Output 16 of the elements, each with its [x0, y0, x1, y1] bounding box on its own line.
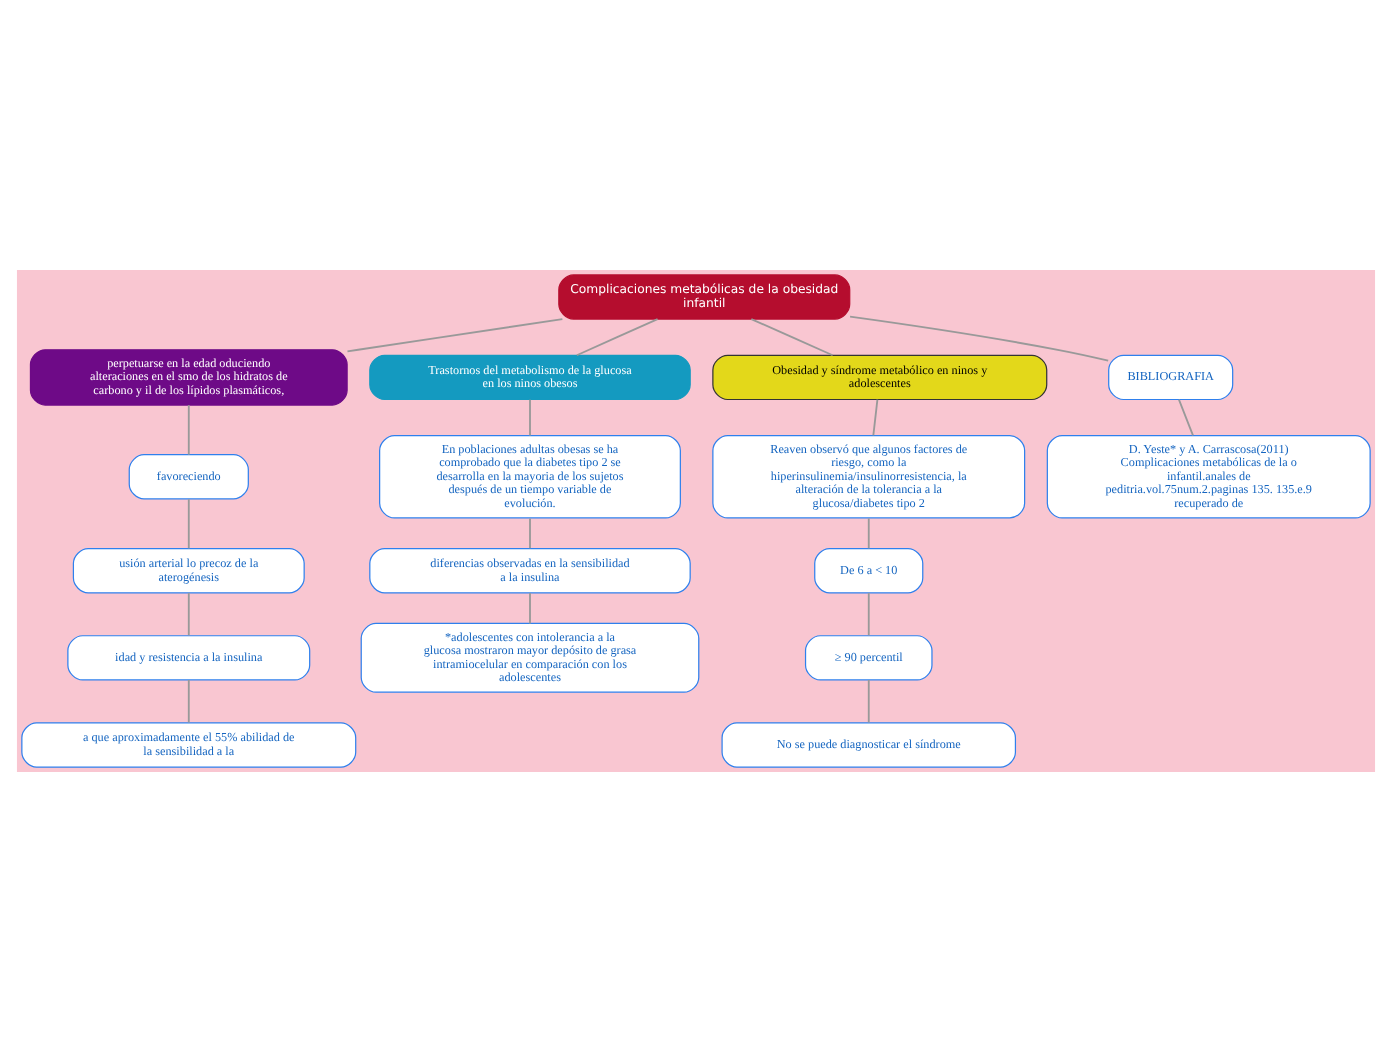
connector [529, 516, 531, 549]
connector [529, 397, 531, 436]
connector [346, 317, 564, 352]
connector [849, 314, 1110, 361]
connector [575, 317, 659, 356]
connector [187, 590, 190, 636]
connector [867, 516, 870, 549]
connector [867, 590, 870, 636]
connector [1178, 397, 1194, 436]
connector [187, 678, 190, 723]
connector [750, 317, 834, 356]
connector [187, 403, 190, 455]
connector [867, 678, 870, 723]
connector [872, 397, 879, 436]
connector [187, 497, 190, 549]
connector [529, 590, 531, 624]
